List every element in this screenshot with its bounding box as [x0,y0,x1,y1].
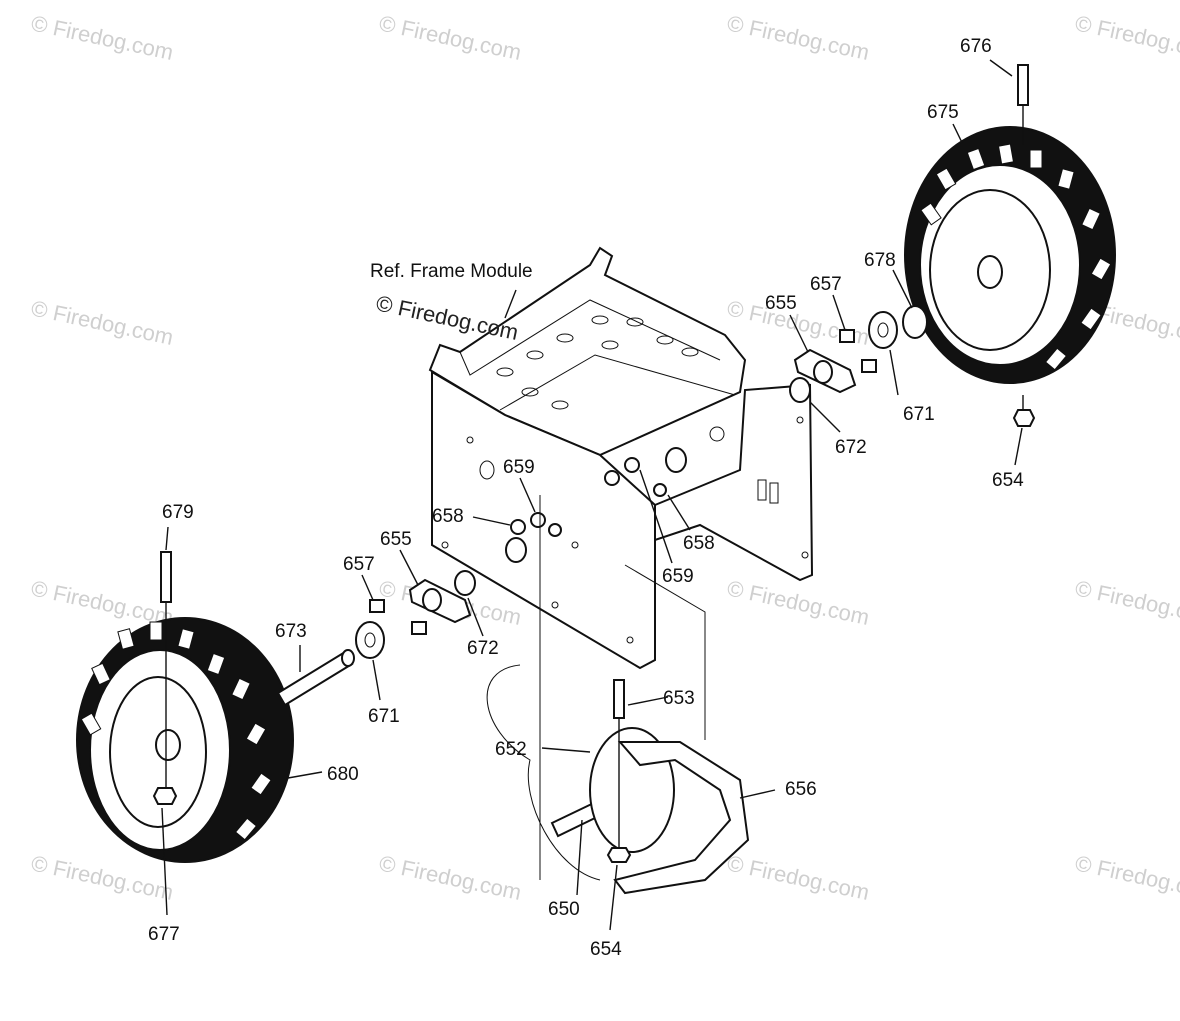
copyright-notice: © Firedog.com [374,290,521,345]
callout-658-right: 658 [683,533,715,554]
callout-654-bottom: 654 [590,939,622,960]
callout-673: 673 [275,621,307,642]
callout-650: 650 [548,899,580,920]
callout-672-left: 672 [467,638,499,659]
callout-676: 676 [960,36,992,57]
watermark: © Firedog.com [1073,575,1180,630]
callout-671-left: 671 [368,706,400,727]
watermark: © Firedog.com [377,10,524,65]
callout-679: 679 [162,502,194,523]
watermark: © Firedog.com [377,850,524,905]
frame-module-drawing [428,246,814,670]
left-wheel-drawing [76,617,294,863]
callout-659-left: 659 [503,457,535,478]
callout-655-right: 655 [765,293,797,314]
callout-659-right: 659 [662,566,694,587]
watermark: © Firedog.com [29,295,176,350]
watermark: © Firedog.com [1073,10,1180,65]
reference-frame-module-label: Ref. Frame Module [370,261,533,282]
callout-677: 677 [148,924,180,945]
hardware-parts [152,64,1036,895]
callout-655-left: 655 [380,529,412,550]
callout-labels: 676 675 678 657 655 671 672 654 659 658 … [148,36,1024,960]
watermark: © Firedog.com [725,575,872,630]
callout-657-left: 657 [343,554,375,575]
leader-lines [161,59,1023,931]
watermark: © Firedog.com [725,850,872,905]
callout-675: 675 [927,102,959,123]
callout-678: 678 [864,250,896,271]
callout-680: 680 [327,764,359,785]
callout-658-left: 658 [432,506,464,527]
callout-654-right: 654 [992,470,1024,491]
watermark: © Firedog.com [29,10,176,65]
watermark: © Firedog.com [725,10,872,65]
callout-656: 656 [785,779,817,800]
watermark: © Firedog.com [1073,850,1180,905]
callout-671-right: 671 [903,404,935,425]
callout-672-right: 672 [835,437,867,458]
right-wheel-drawing [904,126,1116,384]
callout-653: 653 [663,688,695,709]
callout-652: 652 [495,739,527,760]
callout-657-right: 657 [810,274,842,295]
watermark: © Firedog.com [29,850,176,905]
